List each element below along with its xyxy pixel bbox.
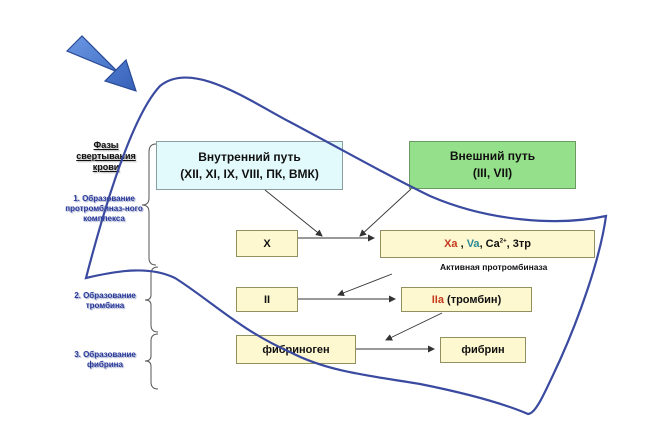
external-pathway-title: Внешний путь (449, 149, 536, 163)
external-pathway-box: Внешний путь (III, VII) (409, 141, 576, 189)
thrombin-box: IIa (тромбин) (401, 287, 532, 312)
phase-3-label: 3. Образование фибрина (74, 350, 136, 369)
phases-title: Фазы свертывания крови (76, 140, 136, 172)
factor-iia: IIa (431, 293, 444, 306)
thrombin-text: IIa (тромбин) (432, 294, 502, 306)
internal-pathway-factors: (XII, XI, IX, VIII, ПК, ВМК) (180, 166, 319, 181)
fibrinogen-box: фибриноген (236, 335, 356, 364)
factor-x-label: X (263, 237, 271, 250)
phase-1-label: 1. Образование протромбиназ-ного комплек… (65, 194, 143, 223)
factor-xa: Xa (444, 238, 458, 250)
calcium-label: , Ca (479, 238, 500, 250)
brace-phase1 (141, 143, 157, 266)
brace-phase3 (144, 333, 159, 390)
factor-va: Va (466, 238, 480, 250)
factor-x-box: X (236, 230, 298, 257)
complex-text: Xa , Va, Ca2+, 3тр (444, 238, 531, 250)
internal-pathway-box: Внутренний путь (XII, XI, IX, VIII, ПК, … (156, 141, 343, 190)
thrombin-label: (тромбин) (443, 293, 502, 306)
big-blue-arrow-icon (65, 35, 137, 92)
external-pathway-factors: (III, VII) (472, 166, 513, 180)
platelet-factor: , 3тр (506, 238, 531, 250)
fibrin-label: фибрин (461, 344, 505, 356)
calcium-charge: 2+ (499, 238, 507, 245)
brace-phase2 (144, 266, 159, 333)
fibrinogen-label: фибриноген (262, 343, 330, 356)
phase-2-label: 2. Образование тромбина (74, 291, 136, 310)
fibrin-box: фибрин (440, 337, 526, 363)
complex-separator: , (457, 238, 467, 250)
prothrombinase-complex-box: Xa , Va, Ca2+, 3тр (380, 230, 595, 258)
internal-pathway-title: Внутренний путь (198, 149, 301, 164)
factor-ii-label: II (263, 293, 271, 306)
factor-ii-box: II (236, 287, 298, 312)
active-prothrombinase-caption: Активная протромбиназа (440, 262, 548, 272)
